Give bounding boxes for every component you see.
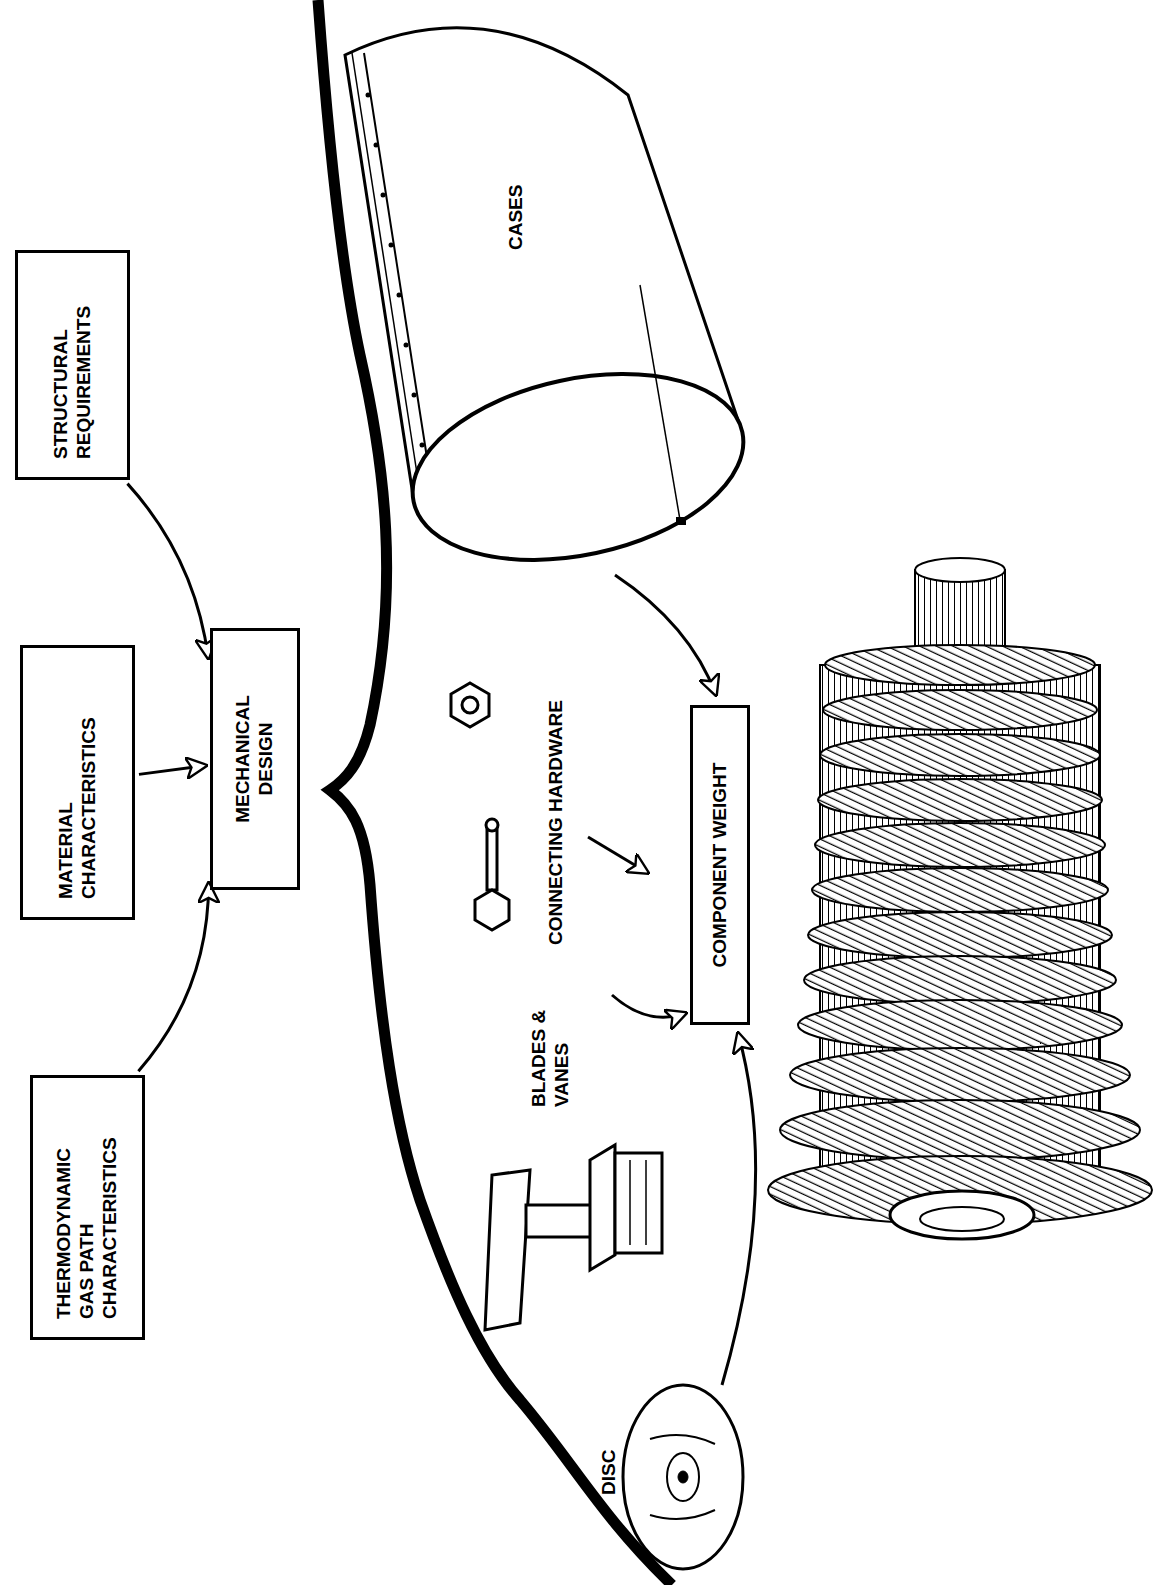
process-box: MECHANICAL DESIGN [210, 628, 300, 890]
box-text: MATERIAL CHARACTERISTICS [55, 714, 101, 899]
part-label: CONNECTING HARDWARE [545, 700, 568, 945]
result-box: COMPONENT WEIGHT [690, 705, 750, 1025]
part-label: CASES [505, 185, 528, 250]
disc-drawing [623, 1385, 743, 1569]
part-label: BLADES & VANES [528, 1007, 574, 1107]
box-text: COMPONENT WEIGHT [709, 763, 732, 968]
box-text: THERMODYNAMIC GAS PATH CHARACTERISTICS [53, 1134, 121, 1319]
part-label: DISC [598, 1450, 621, 1495]
input-box: MATERIAL CHARACTERISTICS [20, 645, 135, 920]
connecting-hardware-drawing [451, 683, 509, 930]
flow-arrow [139, 765, 206, 774]
part-arrows [588, 575, 756, 1385]
input-box: STRUCTURAL REQUIREMENTS [15, 250, 130, 480]
cases-drawing [345, 28, 761, 588]
flow-arrow [138, 883, 208, 1071]
box-text: STRUCTURAL REQUIREMENTS [50, 274, 96, 459]
compressor-rotor-drawing [768, 558, 1152, 1239]
blade-drawing [485, 1145, 662, 1330]
flow-arrow [127, 484, 208, 659]
box-text: MECHANICAL DESIGN [232, 684, 278, 834]
input-box: THERMODYNAMIC GAS PATH CHARACTERISTICS [30, 1075, 145, 1340]
